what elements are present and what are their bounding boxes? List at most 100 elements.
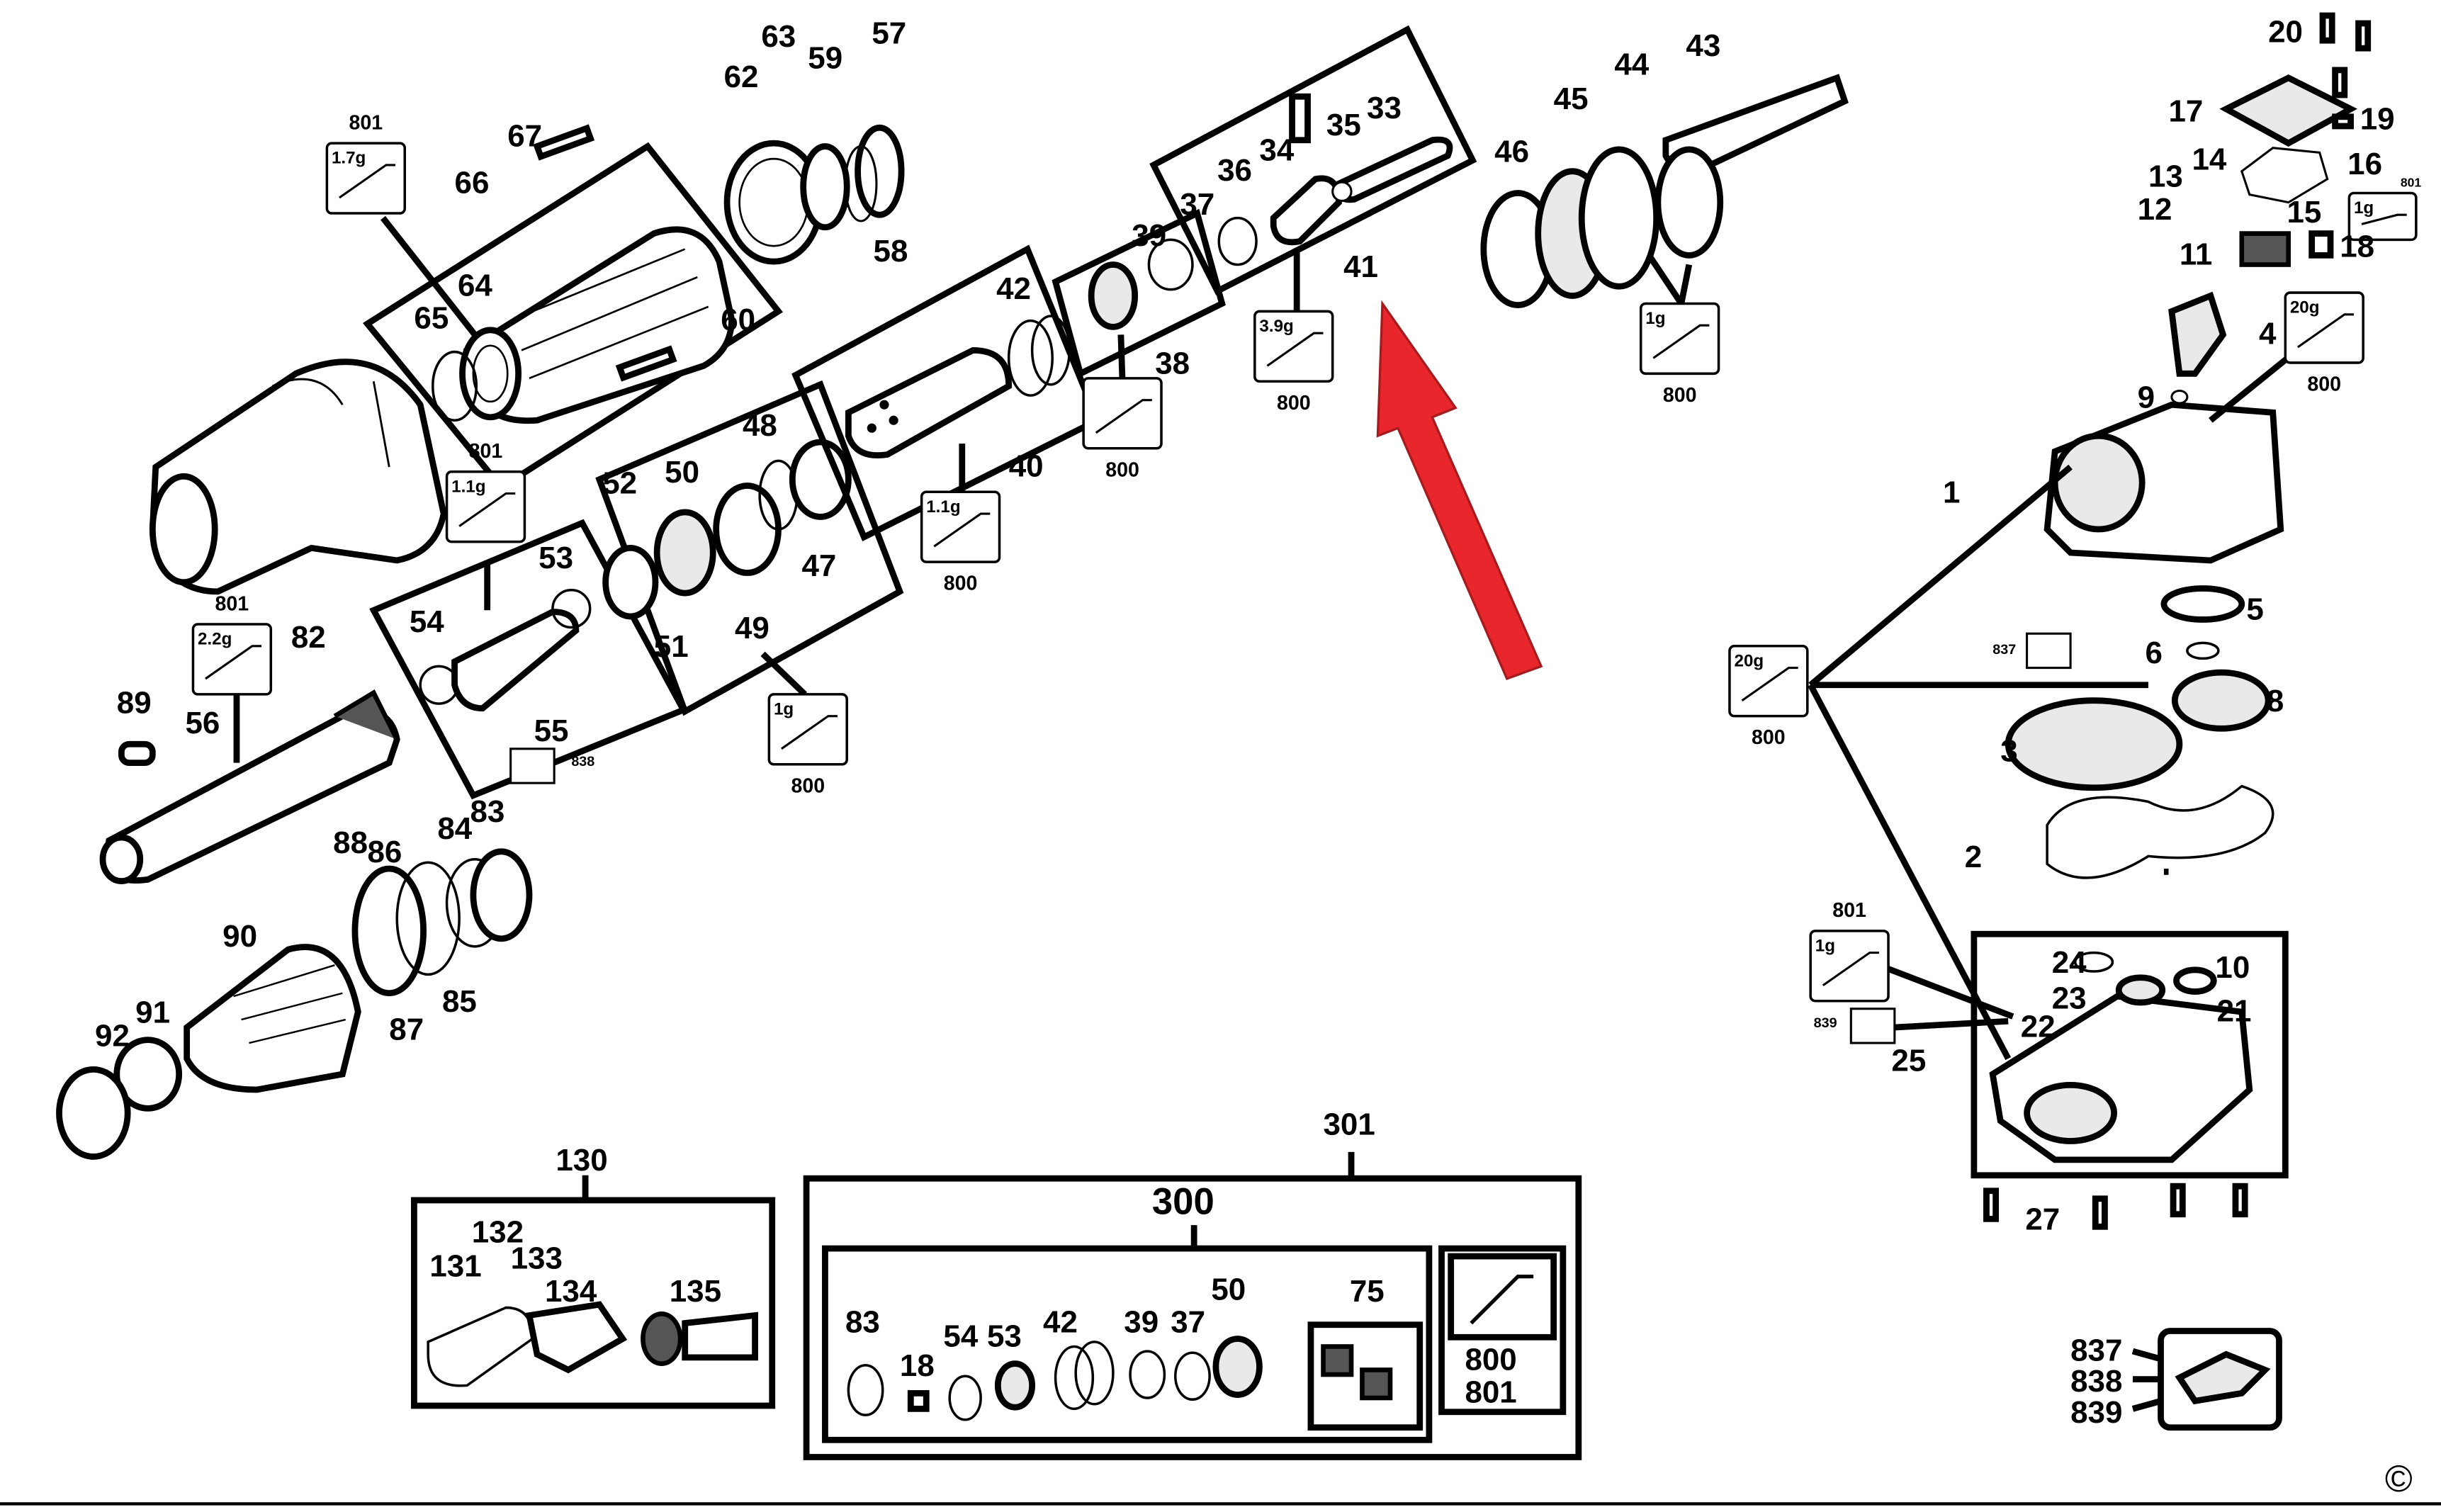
grease-gun-icon [1266,332,1324,367]
callout-41: 41 [1343,249,1378,284]
part-19-clip [2332,113,2354,130]
callout-22: 22 [2021,1009,2056,1044]
grease-gun-icon [2361,213,2407,225]
callout-58: 58 [874,234,908,269]
tag-box-t839 [1849,1008,1896,1044]
callout-3: 3 [2000,733,2017,768]
callout-25: 25 [1891,1044,1926,1078]
kit-301-label-54: 54 [943,1319,978,1353]
kit-301-box [803,1175,1582,1460]
part-24-ring [2073,951,2114,973]
tag-box-t838 [509,747,556,784]
grease-box-g800_6 [1728,645,1809,718]
tag-label-838: 838 [571,754,594,769]
kit-839-label: 839 [2070,1395,2122,1430]
kit-130-part-131 [427,1306,534,1387]
callout-4: 4 [2259,317,2277,351]
part-20-screw [2319,12,2335,44]
kit-item-39 [1129,1350,1166,1399]
red-arrow [1376,300,1543,681]
callout-53: 53 [539,541,573,575]
kit-301-label-53: 53 [987,1319,1022,1353]
part-20-screw-b [2355,20,2372,52]
kit-item-37 [1174,1351,1211,1401]
callout-65: 65 [414,301,449,336]
grease-code: 801 [1832,899,1866,922]
copyright-mark: © [2385,1458,2413,1500]
grease-box-g800_4 [1253,310,1334,383]
callout-82: 82 [291,620,326,655]
kit-301-label-83: 83 [845,1305,880,1340]
callout-47: 47 [801,548,836,583]
kit-item-83 [847,1364,884,1416]
part-27-screw-a [1983,1187,2000,1222]
part-52-ring [602,544,659,620]
kit-301-label-37: 37 [1171,1305,1205,1340]
part-44-clutch [1578,146,1660,290]
grease-gun-icon [1652,324,1710,359]
part-4-shaft [2168,291,2227,377]
part-65-ring [432,350,478,422]
callout-49: 49 [735,611,769,645]
grease-box-g801_5 [2347,191,2418,242]
callout-54: 54 [410,604,444,639]
part-2-gasket [2046,784,2274,879]
callout-20: 20 [2268,14,2303,49]
grease-box-g800_1 [767,693,848,766]
kit-301-label-75: 75 [1350,1274,1385,1309]
callout-43: 43 [1686,28,1720,63]
grease-box-g800_5 [1639,302,1720,376]
group-box-49 [595,380,904,716]
tag-label-839: 839 [1814,1015,1837,1031]
grease-code: 800 [1663,384,1697,407]
carbon-brush-b [1360,1367,1393,1401]
part-27-screw-c [2170,1183,2186,1218]
part-56-spindle [99,689,400,884]
callout-33: 33 [1367,91,1402,125]
callout-45: 45 [1554,81,1589,116]
part-64-housing [459,226,735,424]
kit-837-label: 837 [2070,1333,2122,1367]
grease-code: 800 [944,572,978,595]
callout-66: 66 [455,165,490,200]
grease-box-g801_2 [445,470,526,543]
part-89-pin [118,740,156,766]
callout-57: 57 [872,16,906,51]
grease-amount: 1g [774,699,794,718]
callout-52: 52 [602,466,637,500]
grease-code: 800 [2307,373,2341,395]
kit-item-50 [1212,1336,1263,1398]
callout-46: 46 [1494,135,1529,169]
callout-34: 34 [1259,132,1294,167]
part-35-pin [1289,93,1311,144]
grease-code: 800 [1752,726,1786,749]
part-55-piston [451,609,580,712]
callout-10: 10 [2215,950,2250,985]
part-5-bushing [2160,585,2245,623]
callout-36: 36 [1217,153,1252,188]
callout-12: 12 [2138,192,2172,227]
kit-301-grease-800: 800 [1465,1342,1516,1377]
kit-838-label: 838 [2070,1364,2122,1399]
callout-83: 83 [470,794,505,829]
callout-55: 55 [534,713,569,748]
group-box-41 [1149,25,1477,295]
kit-item-53 [994,1360,1036,1411]
kit-301-label-39: 39 [1124,1305,1159,1340]
grease-gun-icon [205,645,262,680]
part-40-cylinder [845,346,1013,458]
kit-300-box [822,1245,1433,1443]
kit-130-part-135 [641,1311,758,1366]
part-1-gear-housing [2043,401,2284,564]
callout-8: 8 [2267,684,2284,718]
grease-box-g800_3 [1082,377,1163,450]
part-11-switch [2239,231,2291,267]
callout-37: 37 [1180,187,1214,222]
grease-amount: 1g [1645,309,1665,328]
part-16-gasket [2240,147,2329,204]
part-50-bearing [653,509,716,597]
part-53-washer [551,588,592,629]
callout-42: 42 [996,271,1031,306]
kit-301-label: 301 [1324,1107,1375,1142]
kit-837-icon [2175,1350,2271,1405]
